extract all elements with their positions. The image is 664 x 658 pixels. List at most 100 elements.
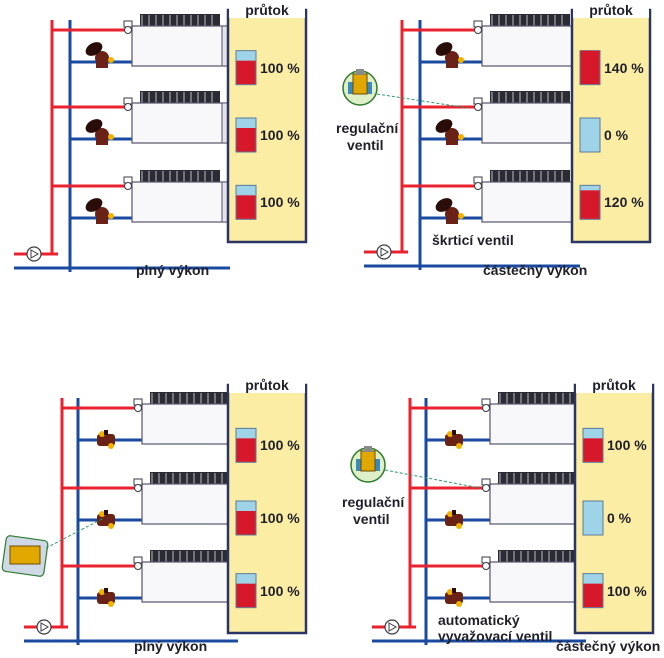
radiator-fins (490, 14, 570, 27)
flow-gauge-1 (235, 50, 257, 86)
radiator-valve-icon (473, 20, 483, 34)
regulating-valve-label-line2: ventil (347, 137, 384, 153)
flow-gauge-fill (236, 583, 256, 608)
radiator-2 (489, 472, 589, 525)
flow-value-label: 100 % (260, 582, 300, 599)
flow-panel-header: průtok (229, 377, 305, 393)
flow-gauge-frame (582, 500, 604, 536)
radiator-fins (150, 550, 230, 563)
radiator-body (141, 403, 241, 445)
flow-gauge-fill (583, 583, 603, 608)
radiator-1 (489, 392, 589, 445)
flow-gauge-fill (236, 60, 256, 85)
flow-gauge-2 (582, 500, 604, 536)
radiator-body (481, 102, 581, 144)
callout-line (384, 469, 481, 489)
mode-label: částečný výkon (483, 262, 588, 278)
radiator-3 (141, 550, 241, 603)
radiator-valve-icon (473, 176, 483, 190)
flow-value-label: 100 % (260, 194, 300, 211)
throttle-valve-label: škrticí ventil (432, 232, 514, 248)
radiator-fins (140, 14, 220, 27)
radiator-body (141, 561, 241, 603)
scheme-bottom-right (372, 383, 655, 645)
regulating-valve-zoom-icon (342, 69, 378, 106)
radiator-body (131, 102, 231, 144)
callout-line (376, 93, 469, 109)
radiator-body (141, 483, 241, 525)
radiator-3 (481, 170, 581, 223)
flow-value-label: 100 % (260, 437, 300, 454)
regulating-valve-zoom-icon (350, 446, 386, 483)
flow-value-label: 0 % (604, 127, 629, 143)
flow-gauge-1 (579, 50, 601, 86)
radiator-body (131, 25, 231, 67)
flow-panel-header: průtok (229, 2, 305, 18)
flow-gauge-fill (236, 128, 256, 152)
radiator-2 (131, 91, 231, 144)
radiator-fins (140, 91, 220, 104)
balancing-valve-icon (445, 430, 463, 449)
radiator-1 (141, 392, 241, 445)
flow-gauge-3 (582, 573, 604, 609)
flow-value-label: 120 % (604, 194, 644, 211)
radiator-2 (481, 91, 581, 144)
flow-gauge-1 (235, 427, 257, 463)
balancing-valve-icon (97, 588, 115, 607)
flow-gauge-frame (579, 117, 601, 153)
radiator-fins (498, 472, 578, 485)
radiator-body (489, 561, 589, 603)
radiator-fins (490, 170, 570, 183)
radiator-3 (131, 170, 231, 223)
pump-icon (376, 244, 392, 260)
auto-balancing-valve-label-line1: automatický (438, 612, 520, 628)
mode-label: plný výkon (136, 262, 210, 278)
flow-gauge-fill (580, 50, 600, 85)
flow-gauge-fill (583, 438, 603, 462)
flow-gauge-3 (579, 184, 601, 220)
flow-gauge-1 (582, 427, 604, 463)
scheme-bottom-left (24, 383, 308, 645)
throttle-valve-icon (85, 198, 114, 224)
throttle-valve-icon (435, 42, 464, 68)
flow-value-label: 100 % (607, 437, 647, 454)
radiator-fins (498, 392, 578, 405)
radiator-valve-icon (123, 20, 133, 34)
radiator-valve-icon (481, 398, 491, 412)
flow-value-label: 100 % (260, 127, 300, 143)
flow-panel-header: průtok (576, 377, 652, 393)
throttle-valve-icon (435, 119, 464, 145)
flow-panel-header: průtok (573, 2, 649, 18)
pump-icon (36, 619, 52, 635)
throttle-valve-icon (85, 42, 114, 68)
radiator-valve-icon (473, 97, 483, 111)
radiator-body (489, 483, 589, 525)
flow-value-label: 0 % (607, 510, 632, 526)
radiator-valve-icon (481, 478, 491, 492)
radiator-fins (150, 392, 230, 405)
radiator-valve-icon (133, 556, 143, 570)
radiator-fins (140, 170, 220, 183)
mode-label: částečný výkon (556, 638, 661, 654)
balancing-valve-zoom-icon (1, 535, 49, 577)
radiator-valve-icon (123, 176, 133, 190)
radiator-body (131, 181, 231, 223)
radiator-fins (490, 91, 570, 104)
balancing-valve-icon (97, 430, 115, 449)
scheme-top-right (364, 8, 652, 270)
radiator-1 (131, 14, 231, 67)
flow-gauge-2 (235, 117, 257, 153)
radiator-fins (498, 550, 578, 563)
radiator-2 (141, 472, 241, 525)
radiator-body (489, 403, 589, 445)
flow-gauge-fill (236, 195, 256, 219)
flow-gauge-3 (235, 184, 257, 220)
radiator-valve-icon (481, 556, 491, 570)
flow-value-label: 140 % (604, 59, 644, 76)
flow-value-label: 100 % (260, 59, 300, 76)
radiator-3 (489, 550, 589, 603)
regulating-valve-label-line2: ventil (353, 511, 390, 527)
radiator-1 (481, 14, 581, 67)
flow-gauge-2 (579, 117, 601, 153)
